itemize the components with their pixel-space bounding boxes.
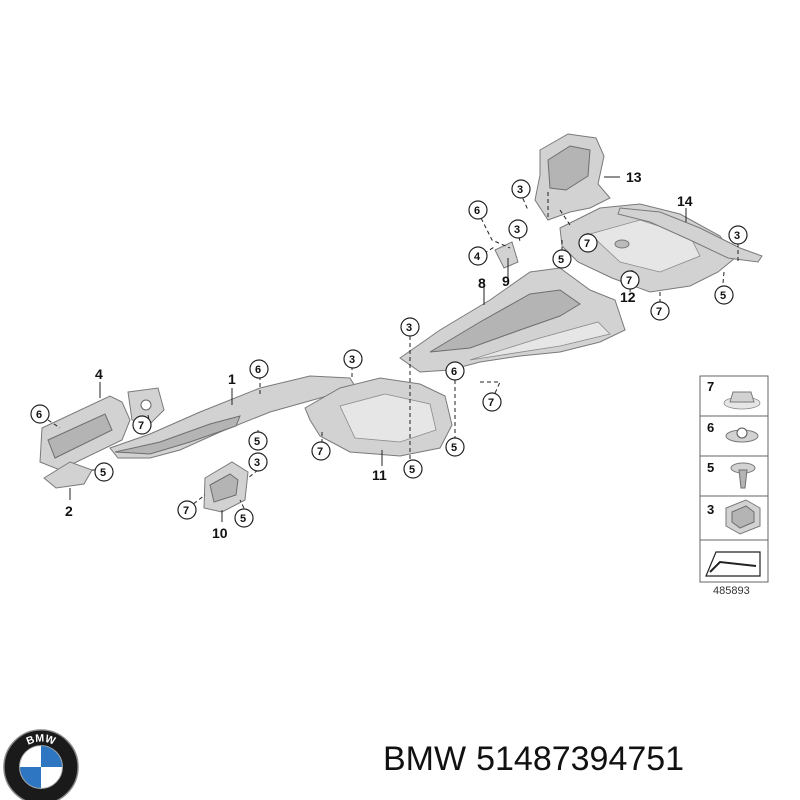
part-4-shape <box>39 387 165 471</box>
svg-text:7: 7 <box>584 238 590 250</box>
part-8-shape <box>399 267 626 373</box>
callout-7-d: 7 <box>482 392 502 412</box>
callout-7-g: 7 <box>650 301 670 321</box>
svg-text:6: 6 <box>36 409 42 421</box>
svg-text:3: 3 <box>406 322 412 334</box>
diagram-code: 485893 <box>713 585 750 597</box>
svg-text:5: 5 <box>100 467 106 479</box>
svg-text:5: 5 <box>409 464 415 476</box>
svg-text:7: 7 <box>656 306 662 318</box>
callout-5-d: 5 <box>403 459 423 479</box>
legend-item-6: 6 <box>707 420 714 435</box>
callout-5-c: 5 <box>234 508 254 528</box>
svg-text:5: 5 <box>451 442 457 454</box>
svg-text:5: 5 <box>240 513 246 525</box>
label-12: 12 <box>620 289 636 305</box>
callout-6-a: 6 <box>30 404 50 424</box>
callout-4-a: 4 <box>468 246 488 266</box>
label-14: 14 <box>677 193 693 209</box>
callout-5-a: 5 <box>94 462 114 482</box>
label-2: 2 <box>65 503 73 519</box>
svg-text:7: 7 <box>317 446 323 458</box>
callout-3-c: 3 <box>400 317 420 337</box>
callout-7-f: 7 <box>620 270 640 290</box>
callout-3-e: 3 <box>508 219 528 239</box>
svg-text:BMW: BMW <box>25 732 58 747</box>
callout-5-e: 5 <box>445 437 465 457</box>
legend-item-5: 5 <box>707 460 714 475</box>
callout-6-c: 6 <box>445 361 465 381</box>
callout-3-f: 3 <box>728 225 748 245</box>
callout-7-c: 7 <box>311 441 331 461</box>
svg-text:7: 7 <box>138 420 144 432</box>
svg-text:6: 6 <box>451 366 457 378</box>
label-11: 11 <box>372 467 387 483</box>
callout-3-b: 3 <box>248 452 268 472</box>
svg-text:3: 3 <box>734 230 740 242</box>
part-13-shape <box>534 133 611 221</box>
legend-item-3: 3 <box>707 502 714 517</box>
label-9: 9 <box>502 273 510 289</box>
svg-text:5: 5 <box>720 290 726 302</box>
fastener-legend: 7 6 5 3 485893 <box>699 375 769 597</box>
push-rivet-5-icon <box>730 462 756 489</box>
label-8: 8 <box>478 275 486 291</box>
label-13: 13 <box>626 169 642 185</box>
nut-7-icon <box>723 391 761 410</box>
svg-text:3: 3 <box>514 224 520 236</box>
callout-6-b: 6 <box>249 359 269 379</box>
svg-text:3: 3 <box>517 184 523 196</box>
part-9-shape <box>494 241 519 269</box>
label-10: 10 <box>212 525 228 541</box>
callout-7-a: 7 <box>132 415 152 435</box>
callout-5-f: 5 <box>552 249 572 269</box>
callout-3-d: 3 <box>511 179 531 199</box>
clip-3-icon <box>725 499 761 535</box>
part-number: 51487394751 <box>476 740 685 778</box>
callout-3-a: 3 <box>343 349 363 369</box>
callout-6-d: 6 <box>468 200 488 220</box>
svg-text:5: 5 <box>558 254 564 266</box>
svg-text:6: 6 <box>255 364 261 376</box>
svg-text:7: 7 <box>183 505 189 517</box>
svg-text:7: 7 <box>488 397 494 409</box>
part-14-shape <box>617 207 763 263</box>
part-11-shape <box>304 377 453 457</box>
svg-text:4: 4 <box>474 251 481 263</box>
svg-text:5: 5 <box>254 436 260 448</box>
label-1: 1 <box>228 371 236 387</box>
part-10-shape <box>203 461 249 513</box>
part-labels: 4 2 1 10 11 8 9 13 14 12 <box>65 169 693 541</box>
bmw-logo-icon: BMW <box>3 729 79 800</box>
legend-item-7: 7 <box>707 379 714 394</box>
callout-5-g: 5 <box>714 285 734 305</box>
svg-text:3: 3 <box>349 354 355 366</box>
svg-text:7: 7 <box>626 275 632 287</box>
callout-7-b: 7 <box>177 500 197 520</box>
part-2-shape <box>43 461 93 489</box>
svg-text:3: 3 <box>254 457 260 469</box>
label-4: 4 <box>95 366 103 382</box>
clip-nut-6-icon <box>725 427 759 443</box>
callout-5-b: 5 <box>248 431 268 451</box>
brand-name: BMW <box>383 740 467 778</box>
svg-text:6: 6 <box>474 205 480 217</box>
callout-7-e: 7 <box>578 233 598 253</box>
diagram-arrow-icon <box>705 551 761 577</box>
